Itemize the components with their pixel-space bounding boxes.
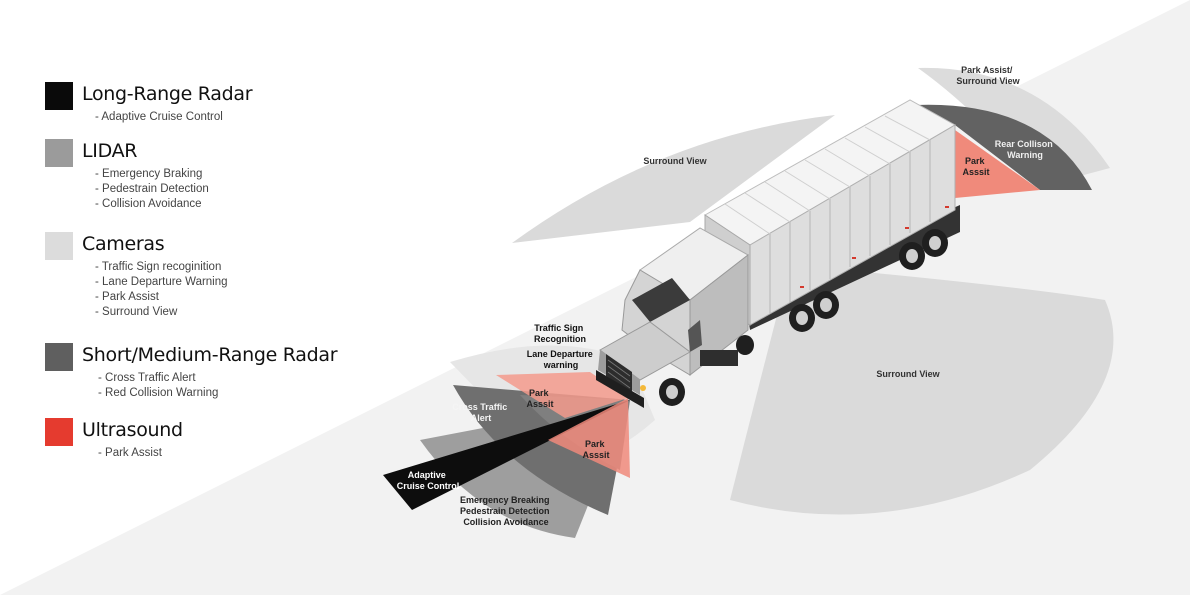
legend-title: Ultrasound [82, 419, 183, 441]
legend-title: Cameras [82, 233, 165, 255]
label-surround-view-top: Surround View [643, 156, 707, 166]
legend-item: - Emergency Braking [95, 168, 203, 180]
legend-swatch-long-range-radar [45, 82, 73, 110]
legend-item: - Adaptive Cruise Control [95, 111, 223, 123]
legend-item: - Park Assist [98, 447, 162, 459]
label-emergency-braking: Emergency Breaking Pedestrain Detection … [460, 495, 552, 527]
park-assist-zone-rear [955, 130, 1040, 198]
label-cross-traffic-alert: Cross Traffic Alert [452, 402, 510, 423]
legend-item: - Surround View [95, 306, 178, 318]
legend-title: Long-Range Radar [82, 83, 253, 105]
long-range-radar-zone [383, 400, 630, 510]
legend-item: - Collision Avoidance [95, 198, 202, 210]
surround-view-zone-bottom [730, 265, 1114, 515]
legend-item: - Park Assist [95, 291, 159, 303]
legend-swatch-cameras [45, 232, 73, 260]
rear-collision-warning-zone [915, 104, 1092, 190]
legend-swatch-short-medium-range-radar [45, 343, 73, 371]
label-traffic-sign-recognition: Traffic Sign Recognition [534, 323, 586, 344]
legend-item: - Red Collision Warning [98, 387, 219, 399]
legend-item: - Cross Traffic Alert [98, 372, 196, 384]
surround-view-zone-top [512, 115, 835, 243]
label-park-assist-front-low: Park Asssit [582, 439, 609, 460]
label-adaptive-cruise-control: Adaptive Cruise Control [397, 470, 460, 491]
legend-title: LIDAR [82, 140, 138, 162]
legend-swatch-ultrasound [45, 418, 73, 446]
label-park-assist-rear: Park Asssit [962, 156, 989, 177]
park-assist-zone-front-top [496, 372, 628, 418]
legend-swatch-lidar [45, 139, 73, 167]
legend-item: - Pedestrain Detection [95, 183, 209, 195]
label-park-assist-front-top: Park Asssit [526, 388, 553, 409]
legend-item: - Traffic Sign recoginition [95, 261, 222, 273]
truck-illustration [596, 99, 960, 408]
label-park-assist-surround: Park Assist/ Surround View [956, 65, 1020, 86]
label-lane-departure-warning: Lane Departure warning [527, 349, 596, 370]
label-rear-collision-warning: Rear Collison Warning [995, 139, 1056, 160]
label-surround-view-bottom: Surround View [876, 369, 940, 379]
legend-title: Short/Medium-Range Radar [82, 344, 338, 366]
legend-item: - Lane Departure Warning [95, 276, 228, 288]
park-assist-zone-front-low [548, 398, 630, 478]
